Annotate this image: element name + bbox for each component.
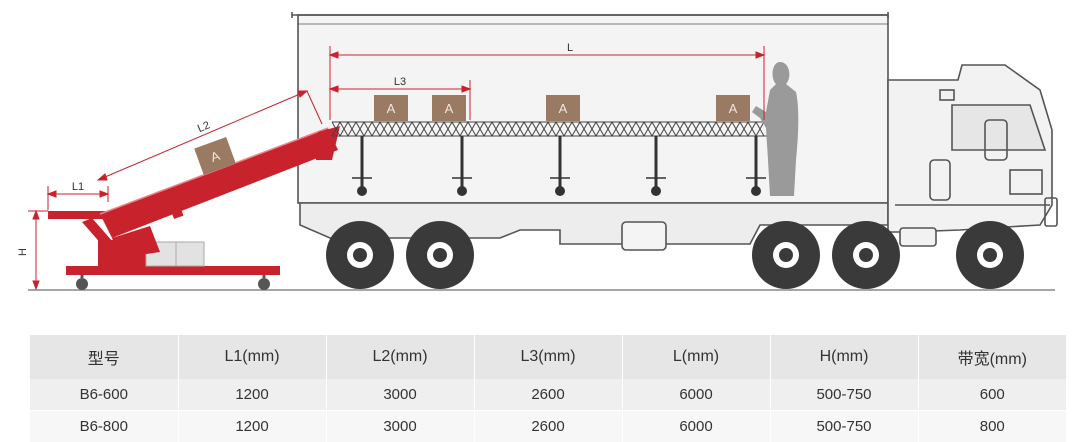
table-cell: 2600 (474, 379, 623, 411)
truck (291, 12, 1058, 251)
table-cell: 1200 (178, 410, 327, 442)
box: A (716, 95, 750, 121)
box-label: A (445, 101, 454, 116)
inclined-conveyor (48, 126, 340, 290)
box: A (546, 95, 580, 121)
cargo-boxes: A A A A A (194, 95, 750, 175)
worker-figure (752, 62, 799, 196)
box-label: A (387, 101, 396, 116)
table-cell: 800 (918, 410, 1066, 442)
dimension-labels: L L3 L2 L1 H (17, 42, 573, 256)
box-label: A (559, 101, 568, 116)
table-cell: 500-750 (770, 410, 919, 442)
dim-label-l2: L2 (196, 119, 212, 135)
box: A (374, 95, 408, 121)
wheel (752, 221, 820, 289)
table-row: B6-800 1200 3000 2600 6000 500-750 800 (30, 410, 1066, 442)
roller-conveyor (331, 120, 768, 196)
truck-wheels (326, 221, 1024, 289)
table-cell: 6000 (622, 410, 771, 442)
header-belt-width: 带宽(mm) (918, 335, 1066, 379)
conveyor-boom (100, 128, 338, 238)
table-cell: 500-750 (770, 379, 919, 411)
table-header-row: 型号 L1(mm) L2(mm) L3(mm) L(mm) H(mm) 带宽(m… (30, 335, 1066, 379)
wheel (956, 221, 1024, 289)
table-cell: 6000 (622, 379, 771, 411)
table-cell: B6-800 (30, 410, 179, 442)
table-cell: 600 (918, 379, 1066, 411)
dim-label-l1: L1 (72, 181, 84, 193)
loading-diagram: A A A A A (17, 12, 1058, 291)
fuel-tank (621, 221, 667, 251)
spec-table: 型号 L1(mm) L2(mm) L3(mm) L(mm) H(mm) 带宽(m… (30, 335, 1066, 442)
header-l1: L1(mm) (178, 335, 327, 379)
conveyor-base (66, 266, 280, 275)
wheel (326, 221, 394, 289)
box: A (432, 95, 466, 121)
wheel (832, 221, 900, 289)
caster (76, 278, 88, 290)
header-h: H(mm) (770, 335, 919, 379)
header-l: L(mm) (622, 335, 771, 379)
dim-label-h: H (17, 248, 29, 256)
table-cell: 1200 (178, 379, 327, 411)
header-l3: L3(mm) (474, 335, 623, 379)
caster (258, 278, 270, 290)
table-cell: 2600 (474, 410, 623, 442)
header-model: 型号 (30, 335, 179, 379)
dimension-lines (28, 46, 766, 291)
header-l2: L2(mm) (326, 335, 475, 379)
table-cell: 3000 (326, 379, 475, 411)
dim-label-l3: L3 (394, 76, 406, 88)
table-row: B6-600 1200 3000 2600 6000 500-750 600 (30, 379, 1066, 411)
table-cell: B6-600 (30, 379, 179, 411)
table-cell: 3000 (326, 410, 475, 442)
dim-label-l: L (567, 42, 573, 54)
box-label: A (729, 101, 738, 116)
box: A (194, 137, 236, 175)
wheel (406, 221, 474, 289)
